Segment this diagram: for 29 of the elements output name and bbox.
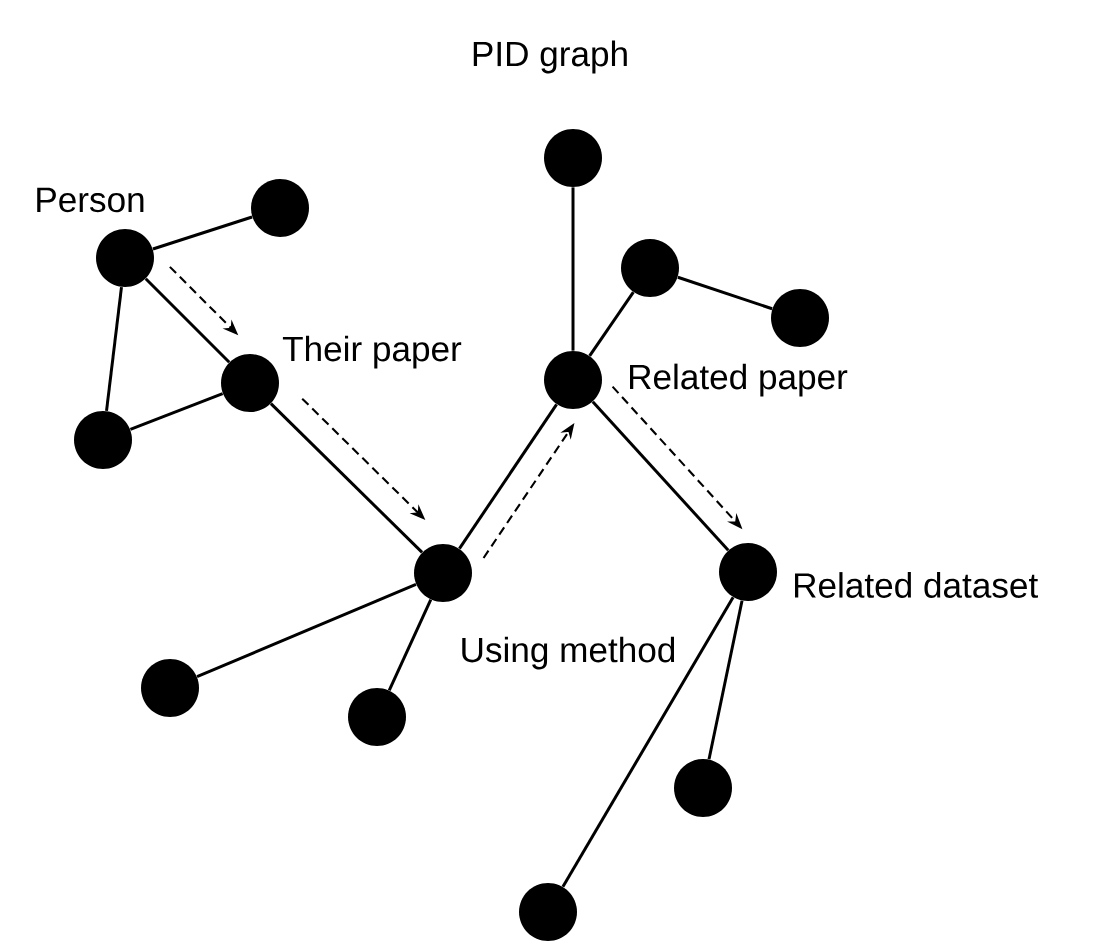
connector-line [591, 400, 730, 552]
node-circle [348, 688, 406, 746]
connector-line [152, 215, 253, 251]
connector-line [707, 600, 744, 760]
connector-line [677, 275, 773, 311]
node-circle [519, 883, 577, 941]
connector-line [588, 291, 635, 357]
title: PID graph [473, 40, 627, 74]
connector-line [387, 599, 433, 691]
node-label: Person [37, 187, 144, 213]
node-label: Their paper [282, 335, 462, 369]
node-label: Related paper [630, 363, 848, 397]
connector-line [269, 402, 424, 554]
node-circle [674, 759, 732, 817]
connector-line [105, 286, 123, 412]
connector-line [561, 596, 735, 888]
connector-line [571, 187, 575, 351]
node-circle [544, 129, 602, 187]
connector-line [196, 583, 417, 678]
node-circle [74, 411, 132, 469]
node-circle [141, 659, 199, 717]
connector-line [458, 403, 558, 550]
node-label: Related dataset [795, 572, 1038, 598]
node-label: Using method [462, 636, 675, 670]
node-circle [621, 239, 679, 297]
connector-line [144, 277, 231, 364]
connector-line [129, 392, 224, 431]
node-circle [251, 179, 309, 237]
node-circle [771, 289, 829, 347]
